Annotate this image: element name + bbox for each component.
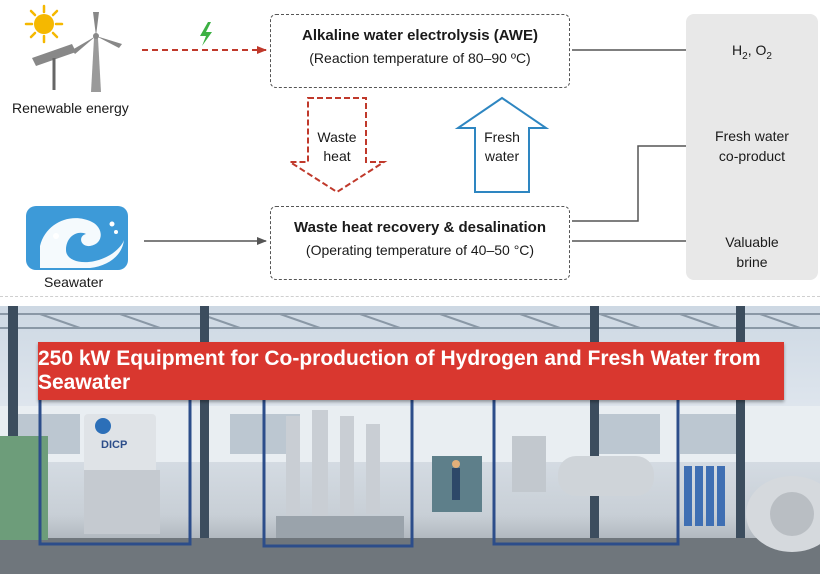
section-divider (0, 296, 820, 297)
sun-icon (24, 4, 64, 44)
awe-process-box: Alkaline water electrolysis (AWE) (React… (270, 14, 570, 88)
waste-heat-line2: heat (323, 148, 351, 164)
fresh-water-arrow (454, 96, 550, 193)
equipment-banner: 250 kW Equipment for Co-production of Hy… (38, 342, 784, 400)
desalination-subtitle: (Operating temperature of 40–50 °C) (305, 242, 535, 258)
brine-output: Valuable brine (725, 234, 779, 270)
awe-title: Alkaline water electrolysis (AWE) (302, 27, 538, 44)
fresh-water-line1: Fresh (484, 129, 520, 145)
diagram-canvas (24, 4, 703, 270)
fresh-water-line2: water (484, 148, 520, 164)
desalination-process-box: Waste heat recovery & desalination (Oper… (270, 206, 570, 280)
renewable-energy-label: Renewable energy (12, 100, 129, 116)
seawater-icon (26, 206, 128, 270)
solar-panel-icon (32, 44, 76, 90)
equipment-photo: DICP 250 kW Equipment for Co-production … (0, 306, 820, 574)
desalination-title: Waste heat recovery & desalination (293, 219, 547, 236)
fresh-water-label: Fresh water (477, 128, 527, 166)
seawater-label: Seawater (44, 274, 104, 290)
lightning-icon (200, 22, 212, 46)
dicp-logo-text: DICP (101, 439, 127, 451)
waste-heat-line1: Waste (317, 129, 357, 145)
waste-heat-label: Waste heat (312, 128, 362, 166)
wind-turbine-icon (72, 12, 122, 92)
outputs-panel (686, 14, 818, 280)
fresh-water-output-arrow (572, 142, 703, 222)
h2-o2-output: H2, O2 (732, 42, 772, 62)
waste-heat-arrow (286, 97, 388, 194)
fresh-water-output: Fresh water co-product (715, 128, 789, 164)
awe-subtitle: (Reaction temperature of 80–90 ºC) (309, 50, 531, 66)
